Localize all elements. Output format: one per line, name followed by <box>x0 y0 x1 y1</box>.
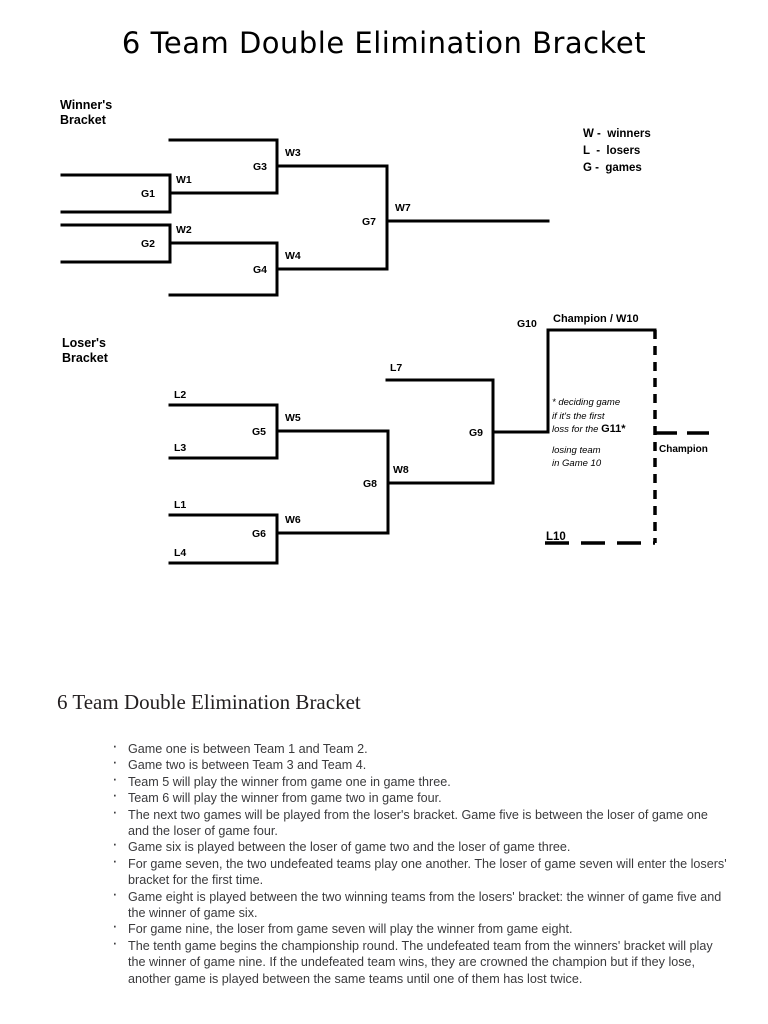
label-w1: W1 <box>176 174 192 186</box>
legend-item-games: G - games <box>583 162 642 174</box>
note-line-1: * deciding game <box>552 397 621 408</box>
rule-item: Team 5 will play the winner from game on… <box>112 771 728 790</box>
winners-bracket-label: Winner's Bracket <box>60 98 113 127</box>
label-l10: L10 <box>546 531 566 543</box>
label-w4: W4 <box>285 250 301 262</box>
label-w7: W7 <box>395 202 411 214</box>
label-w2: W2 <box>176 224 192 236</box>
legend-item-winners: W - winners <box>583 128 651 140</box>
rule-item: Team 6 will play the winner from game tw… <box>112 787 728 806</box>
rule-item: Game six is played between the loser of … <box>112 836 728 855</box>
label-g5: G5 <box>252 426 267 438</box>
rule-item: Game two is between Team 3 and Team 4. <box>112 754 728 773</box>
note-line-5: in Game 10 <box>552 458 602 469</box>
label-w3: W3 <box>285 147 301 159</box>
page-title: 6 Team Double Elimination Bracket <box>121 26 647 60</box>
label-w8: W8 <box>393 464 409 476</box>
rule-item: Game one is between Team 1 and Team 2. <box>112 738 728 757</box>
rules-list: Game one is between Team 1 and Team 2. G… <box>0 738 768 987</box>
label-w5: W5 <box>285 412 301 424</box>
label-champion: Champion <box>659 444 708 455</box>
label-g3: G3 <box>253 161 268 173</box>
label-l4: L4 <box>174 547 187 559</box>
label-l2: L2 <box>174 389 187 401</box>
label-champion-w10: Champion / W10 <box>553 313 639 325</box>
losers-bracket-label: Loser's Bracket <box>62 336 108 365</box>
label-w6: W6 <box>285 514 301 526</box>
label-l3: L3 <box>174 442 187 454</box>
rule-item: For game nine, the loser from game seven… <box>112 918 728 937</box>
label-g7: G7 <box>362 216 377 228</box>
note-line-4: losing team <box>552 444 601 456</box>
bracket-diagram: Winner's Bracket Loser's Bracket W - win… <box>60 98 712 565</box>
legend-item-losers: L - losers <box>583 145 641 157</box>
note-line-3: loss for the <box>552 424 599 435</box>
label-g6: G6 <box>252 528 267 540</box>
label-l1: L1 <box>174 499 187 511</box>
deciding-game-note: * deciding game if it's the first loss f… <box>552 396 657 471</box>
label-g10: G10 <box>517 318 537 330</box>
label-g11: G11* <box>601 423 626 435</box>
label-g4: G4 <box>253 264 268 276</box>
rule-item: The next two games will be played from t… <box>112 804 728 840</box>
rule-item: Game eight is played between the two win… <box>112 886 728 922</box>
bracket-lines <box>60 138 712 565</box>
label-g1: G1 <box>141 188 156 200</box>
legend: W - winners L - losers G - games <box>583 126 651 177</box>
label-g8: G8 <box>363 478 378 490</box>
section-title: 6 Team Double Elimination Bracket <box>57 690 361 714</box>
label-l7: L7 <box>390 362 403 374</box>
rules-section: 6 Team Double Elimination Bracket Game o… <box>0 690 768 987</box>
label-g2: G2 <box>141 238 156 250</box>
rule-item: The tenth game begins the championship r… <box>112 935 728 987</box>
label-g9: G9 <box>469 427 484 439</box>
rule-item: For game seven, the two undefeated teams… <box>112 853 728 889</box>
note-line-2: if it's the first <box>552 410 605 422</box>
